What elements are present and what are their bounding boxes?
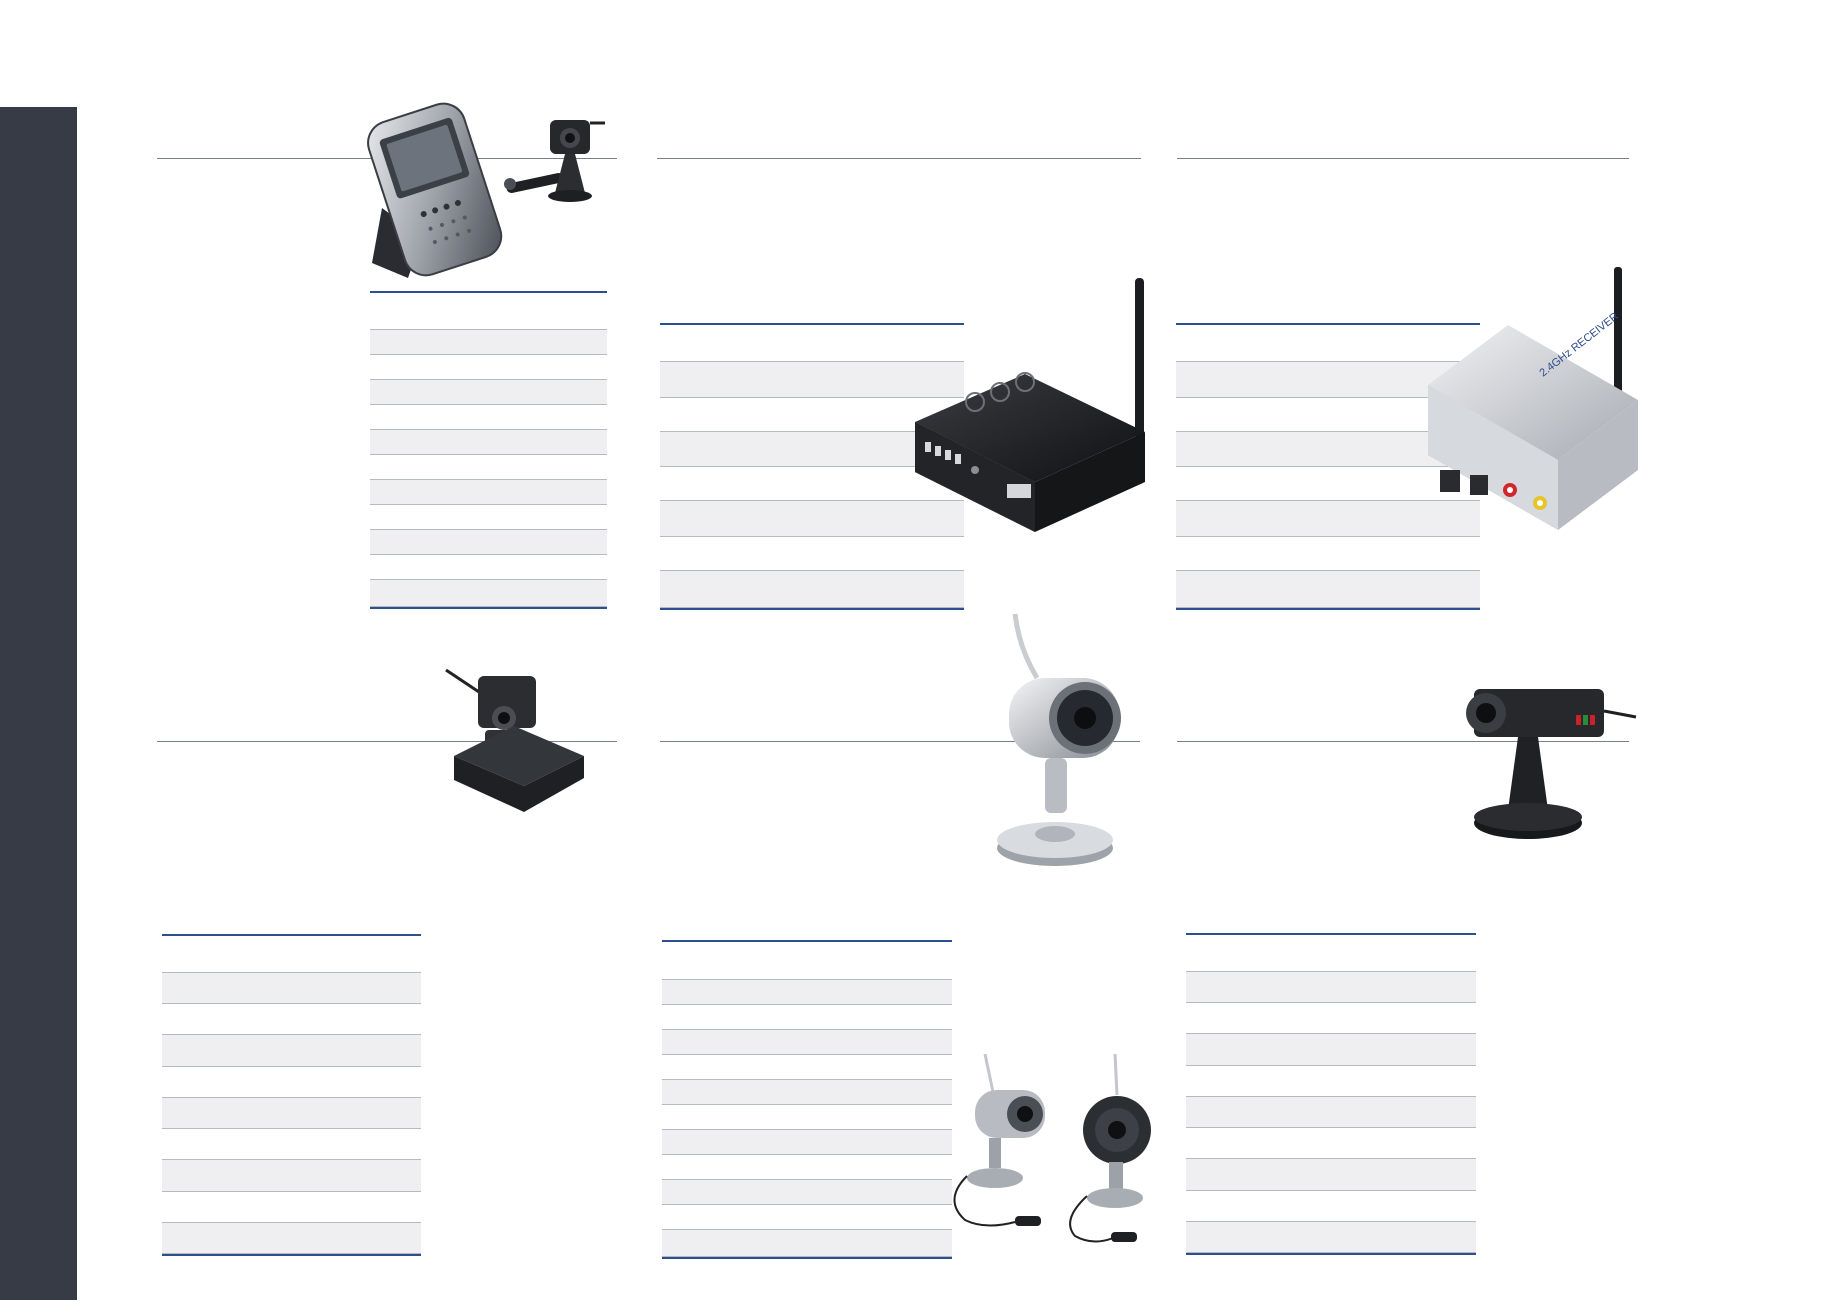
product-image-mini-cube-camera: [440, 660, 590, 835]
table-row: [370, 355, 607, 380]
table-row: [662, 1030, 952, 1055]
spec-table-bottom-rule: [1186, 1253, 1476, 1255]
table-row: [1176, 571, 1480, 608]
box-camera-icon: [1466, 689, 1637, 839]
spec-table-top-rule: [1186, 933, 1476, 935]
table-row: [1176, 537, 1480, 571]
table-row: [370, 505, 607, 530]
table-row: [370, 555, 607, 580]
product-image-ir-camera-pair: [945, 1050, 1165, 1250]
spec-table-top-rule: [370, 291, 607, 293]
table-row: [1176, 325, 1480, 362]
table-row: [1186, 1159, 1476, 1191]
section-rule-2: [657, 158, 1141, 159]
ir-camera-icon: [997, 613, 1121, 866]
handheld-monitor-icon: [367, 102, 605, 278]
table-row: [662, 1205, 952, 1230]
table-row: [1176, 398, 1480, 432]
table-row: [660, 398, 964, 432]
table-row: [162, 1067, 421, 1098]
table-row: [662, 942, 952, 980]
table-row: [370, 530, 607, 555]
table-row: [1176, 501, 1480, 537]
section-rule-6: [1177, 741, 1629, 742]
table-row: [660, 467, 964, 501]
spec-table-5: [662, 940, 952, 1259]
table-row: [662, 1130, 952, 1155]
table-row: [662, 1105, 952, 1130]
spec-table-bottom-rule: [662, 1257, 952, 1259]
table-row: [660, 432, 964, 467]
table-row: [660, 362, 964, 398]
table-row: [162, 1004, 421, 1035]
table-row: [1186, 1066, 1476, 1097]
table-row: [662, 1230, 952, 1257]
table-row: [370, 293, 607, 330]
cube-camera-icon: [445, 668, 584, 812]
section-rule-4: [157, 741, 617, 742]
table-row: [1186, 935, 1476, 972]
page-sidebar-band: [0, 107, 77, 1300]
camera-pair-icon: [953, 1053, 1151, 1243]
spec-table-top-rule: [662, 940, 952, 942]
table-row: [1186, 1222, 1476, 1253]
table-row: [370, 480, 607, 505]
table-row: [662, 980, 952, 1005]
product-image-handheld-monitor: [360, 98, 625, 288]
table-row: [162, 1160, 421, 1192]
spec-table-4: [162, 934, 421, 1256]
spec-table-bottom-rule: [1176, 608, 1480, 610]
table-row: [162, 1129, 421, 1160]
spec-table-top-rule: [162, 934, 421, 936]
table-row: [1186, 1097, 1476, 1128]
table-row: [370, 330, 607, 355]
spec-table-top-rule: [1176, 323, 1480, 325]
table-row: [662, 1155, 952, 1180]
spec-table-bottom-rule: [162, 1254, 421, 1256]
table-row: [660, 537, 964, 571]
table-row: [660, 501, 964, 537]
table-row: [662, 1180, 952, 1205]
table-row: [662, 1080, 952, 1105]
table-row: [370, 380, 607, 405]
product-image-wireless-box-camera: [1450, 675, 1650, 855]
table-row: [370, 455, 607, 480]
product-image-wireless-dvr-box: [895, 272, 1155, 562]
spec-table-6: [1186, 933, 1476, 1255]
table-row: [660, 325, 964, 362]
table-row: [662, 1005, 952, 1030]
spec-table-1: [370, 291, 607, 609]
table-row: [1186, 1003, 1476, 1034]
table-row: [1186, 1191, 1476, 1222]
spec-table-bottom-rule: [660, 608, 964, 610]
dvr-receiver-icon: [915, 278, 1145, 532]
table-row: [662, 1055, 952, 1080]
table-row: [660, 571, 964, 608]
table-row: [370, 430, 607, 455]
table-row: [162, 1223, 421, 1254]
spec-table-2: [660, 323, 964, 610]
receiver-module-icon: 2.4GHz RECEIVER: [1428, 267, 1638, 530]
table-row: [370, 580, 607, 607]
section-rule-5: [660, 741, 1140, 742]
table-row: [162, 1098, 421, 1129]
table-row: [162, 973, 421, 1004]
product-image-ir-bullet-camera: [985, 608, 1135, 883]
table-row: [162, 1192, 421, 1223]
table-row: [1186, 1034, 1476, 1066]
section-rule-3: [1177, 158, 1629, 159]
spec-table-top-rule: [660, 323, 964, 325]
table-row: [370, 405, 607, 430]
product-image-receiver-module: 2.4GHz RECEIVER: [1418, 265, 1648, 545]
table-row: [1176, 467, 1480, 501]
table-row: [1186, 1128, 1476, 1159]
table-row: [162, 1035, 421, 1067]
spec-table-3: [1176, 323, 1480, 610]
table-row: [1186, 972, 1476, 1003]
spec-table-bottom-rule: [370, 607, 607, 609]
table-row: [162, 936, 421, 973]
